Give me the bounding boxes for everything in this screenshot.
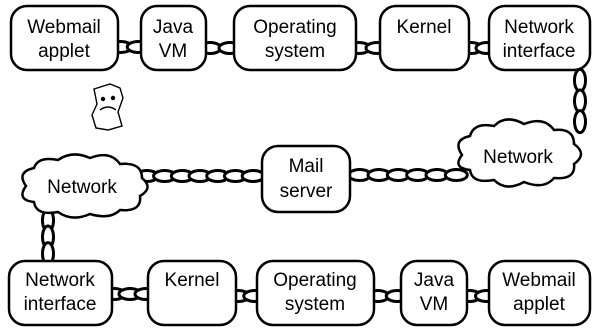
top-webmail-applet-box: Webmail applet — [9, 4, 120, 72]
chain-link-16 — [443, 168, 469, 182]
bottom-kernel-line1: Kernel — [165, 270, 220, 291]
top-network-interface-line2: interface — [503, 41, 576, 62]
top-java-vm-box: Java VM — [139, 4, 208, 72]
mail-server-line2: server — [280, 181, 333, 202]
bottom-java-vm-line2: VM — [420, 294, 449, 315]
top-java-vm-line1: Java — [153, 17, 194, 38]
top-webmail-applet-line2: applet — [38, 41, 90, 62]
chain-link-9 — [573, 88, 587, 114]
bottom-network-interface-box: Network interface — [7, 259, 114, 327]
top-network-interface-line1: Network — [504, 17, 574, 38]
bottom-kernel-box: Kernel — [146, 259, 238, 327]
chain-link-10 — [573, 109, 587, 135]
top-kernel-box: Kernel — [378, 4, 471, 72]
top-operating-system-line1: Operating — [253, 17, 336, 38]
chain-link-8 — [573, 67, 587, 93]
sad-paper-icon — [91, 83, 124, 131]
left-network-label: Network — [47, 177, 117, 198]
mail-server-box: Mail server — [260, 144, 352, 214]
bottom-operating-system-box: Operating system — [255, 259, 376, 327]
bottom-java-vm-box: Java VM — [399, 259, 469, 327]
bottom-webmail-applet-line1: Webmail — [502, 270, 576, 291]
right-network-cloud: Network — [457, 118, 583, 188]
bottom-operating-system-line2: system — [285, 294, 345, 315]
mail-server-line1: Mail — [289, 156, 324, 177]
bottom-webmail-applet-line2: applet — [513, 294, 565, 315]
top-webmail-applet-line1: Webmail — [27, 17, 101, 38]
bottom-network-interface-line1: Network — [25, 270, 95, 291]
top-kernel-line1: Kernel — [397, 17, 452, 38]
bottom-webmail-applet-box: Webmail applet — [487, 259, 592, 327]
right-network-label: Network — [483, 147, 553, 168]
top-network-interface-box: Network interface — [487, 4, 592, 72]
top-java-vm-line2: VM — [159, 41, 188, 62]
top-operating-system-box: Operating system — [232, 4, 358, 72]
bottom-operating-system-line1: Operating — [273, 270, 356, 291]
bottom-network-interface-line2: interface — [24, 294, 97, 315]
left-network-cloud: Network — [21, 153, 149, 219]
bottom-java-vm-line1: Java — [414, 270, 455, 291]
top-operating-system-line2: system — [265, 41, 325, 62]
